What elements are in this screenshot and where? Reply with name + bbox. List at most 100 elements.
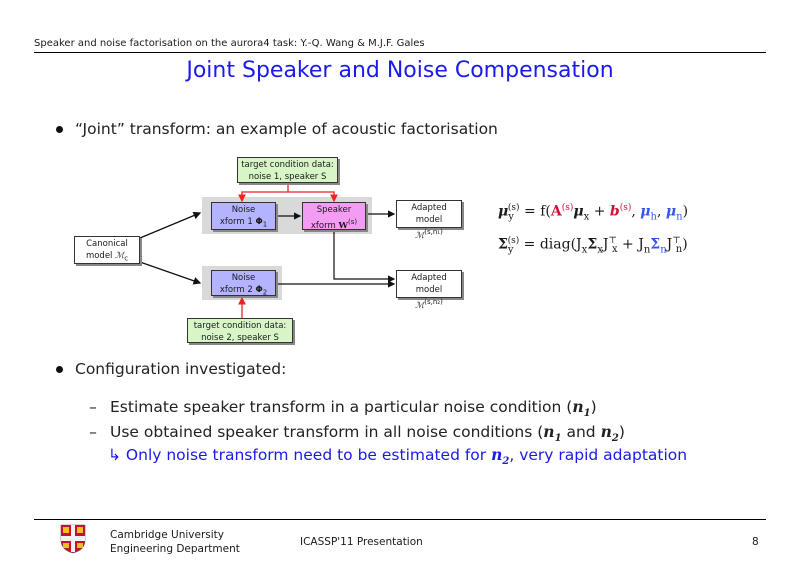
adapted1-symbol: ℳ [415, 230, 425, 241]
speaker-xform-box: Speaker xform W(s) [302, 202, 366, 231]
sub3-n2: n [491, 445, 503, 464]
eq2-plus: + J [617, 236, 644, 253]
sub2-text: Use obtained speaker transform in all no… [110, 423, 544, 441]
eq2-j3: J [666, 236, 673, 253]
eq2-j2-sub: x [611, 244, 618, 256]
sub1-n-sub: 1 [583, 408, 591, 420]
eq2-sigma-n: Σ [650, 236, 661, 253]
adapted2-sup: (s,n₂) [424, 298, 443, 306]
eq1-A: A [550, 203, 562, 220]
noise2-symbol: Φ [255, 285, 263, 295]
sub2-n2: n [600, 422, 612, 441]
eq2-T2: ⊤ [672, 236, 681, 246]
sub2-and: and [561, 423, 601, 441]
bullet-dot-icon [56, 126, 63, 133]
bullet-joint-transform: “Joint” transform: an example of acousti… [56, 120, 498, 138]
dash-icon: – [89, 423, 97, 441]
eq1-lhs: μ [498, 203, 509, 220]
target1-line1: target condition data: [241, 160, 334, 170]
adapted2-symbol: ℳ [415, 300, 425, 311]
bullet-configuration: Configuration investigated: [56, 360, 286, 378]
bullet-dot-icon [56, 366, 63, 373]
sub1-text: Estimate speaker transform in a particul… [110, 398, 573, 416]
speaker-symbol: W [338, 220, 348, 231]
sub2-n1: n [543, 422, 555, 441]
eq2-T1: ⊤ [608, 236, 617, 246]
eq1-close: ) [682, 203, 689, 220]
target-condition-box-2: target condition data: noise 2, speaker … [187, 318, 293, 343]
header-divider [34, 52, 766, 53]
slide-title: Joint Speaker and Noise Compensation [186, 58, 614, 83]
noise2-line1: Noise [231, 273, 256, 283]
eq2-close: ) [682, 236, 688, 253]
eq2-lhs: Σ [498, 236, 508, 253]
noise-xform-2-box: Noise xform 2 Φ2 [211, 270, 276, 297]
noise1-symbol: Φ [255, 217, 263, 227]
eq2-j2: J [602, 236, 609, 253]
adapted-model-2-box: Adapted model ℳ(s,n₂) [396, 270, 462, 311]
eq1-b-sup: (s) [619, 203, 632, 213]
eq1-mun: μ [665, 203, 677, 220]
sub1-n: n [572, 397, 584, 416]
eq2-jn-sub: n [643, 244, 651, 256]
speaker-line1: Speaker [316, 205, 352, 215]
sub-bullet-conclusion: ↳ Only noise transform need to be estima… [108, 445, 687, 467]
eq1-mux-sub: x [583, 211, 590, 223]
eq2-lhs-sub: y [507, 244, 514, 256]
eq1-comma2: , [656, 203, 666, 220]
footer-divider [34, 519, 766, 520]
eq2-jx-sub: x [581, 244, 588, 256]
eq2-sigma-x-sub: x [597, 244, 603, 256]
noise1-line2: xform 1 [219, 217, 256, 227]
sub3-n2-sub: 2 [502, 456, 510, 468]
canonical-sub: c [124, 254, 129, 263]
speaker-sup: (s) [348, 218, 358, 226]
page-number: 8 [752, 536, 759, 548]
eq1-mux: μ [573, 203, 584, 220]
eq1-muh: μ [640, 203, 651, 220]
institution-line2: Engineering Department [110, 543, 240, 555]
eq1-lhs-sub: y [508, 211, 514, 223]
adapted2-line1: Adapted model [411, 273, 447, 295]
sub2-n2-sub: 2 [611, 433, 619, 445]
bullet-text: “Joint” transform: an example of acousti… [75, 120, 498, 138]
adapted1-line1: Adapted model [411, 203, 447, 225]
arrow-target1-to-speaker [288, 191, 338, 203]
eq1-mun-sub: n [676, 211, 683, 223]
eq1-lhs-sup: (s) [507, 203, 520, 213]
eq2-sigma-n-sub: n [660, 244, 667, 256]
canonical-symbol: ℳ [115, 251, 125, 261]
target-condition-box-1: target condition data: noise 1, speaker … [237, 157, 338, 183]
sub3-text: Only noise transform need to be estimate… [121, 446, 492, 464]
eq1-plus: + [589, 203, 610, 220]
noise2-sub: 2 [262, 288, 268, 297]
footer-institution: Cambridge University Engineering Departm… [110, 528, 240, 556]
eq2-eq: = diag(J [519, 236, 582, 253]
equation-mean: μy(s) = f(A(s)μx + b(s), μh, μn) [498, 203, 688, 222]
running-title: Speaker and noise factorisation on the a… [34, 38, 425, 49]
eq1-eq: = f( [519, 203, 551, 220]
canonical-line1: Canonical [86, 239, 128, 249]
eq1-A-sup: (s) [561, 203, 574, 213]
bullet-text: Configuration investigated: [75, 360, 287, 378]
sub1-close: ) [590, 398, 597, 416]
eq1-b: b [609, 203, 620, 220]
university-crest-icon [60, 524, 86, 554]
eq2-lhs-sup: (s) [507, 236, 520, 246]
target2-line2: noise 2, speaker S [201, 333, 279, 343]
eq2-sigma-x: Σ [587, 236, 598, 253]
sub-bullet-use: –Use obtained speaker transform in all n… [86, 422, 625, 444]
noise1-line1: Noise [231, 205, 256, 215]
eq2-j3-sub: n [675, 244, 683, 256]
noise2-line2: xform 2 [219, 285, 256, 295]
footer-conference: ICASSP'11 Presentation [300, 536, 423, 548]
sub2-n1-sub: 1 [554, 433, 562, 445]
equation-covariance: Σy(s) = diag(JxΣxJ⊤x + JnΣnJ⊤n) [498, 236, 688, 255]
arrow-canonical-to-noise2 [139, 261, 202, 285]
target1-line2: noise 1, speaker S [248, 172, 327, 182]
institution-line1: Cambridge University [110, 529, 224, 541]
eq1-comma: , [631, 203, 641, 220]
arrow-speaker-to-adapted2 [333, 230, 396, 283]
noise1-sub: 1 [262, 220, 268, 229]
arrow-canonical-to-noise1 [139, 211, 202, 239]
